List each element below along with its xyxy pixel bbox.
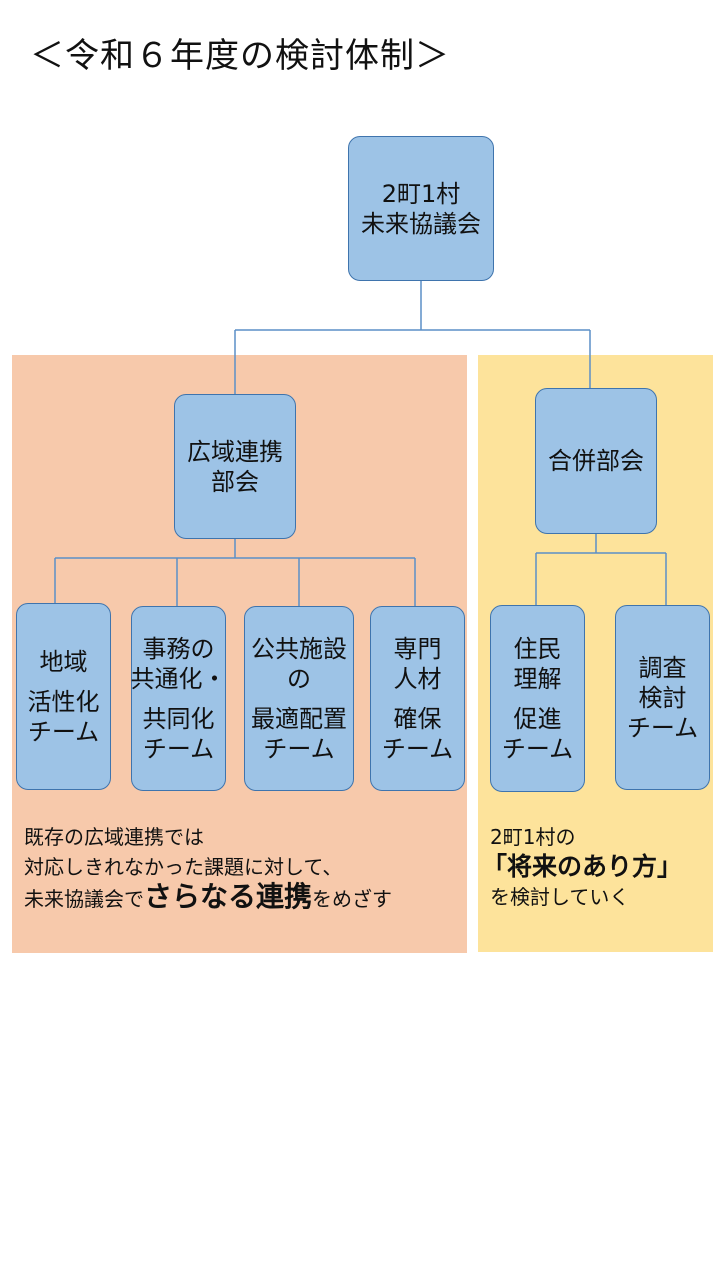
merger-note-emphasis: 「将来のあり方」	[482, 852, 683, 881]
wide-area-note-text: 未来協議会で	[24, 887, 144, 911]
council-box: 2町1村 未来協議会	[348, 136, 494, 281]
wide-area-note-emphasis: さらなる連携	[144, 880, 313, 913]
wide-area-note-line: 未来協議会でさらなる連携をめざす	[24, 882, 392, 914]
team-label: 活性化	[27, 687, 100, 716]
team-label: 理解	[513, 664, 562, 693]
team-label: 専門	[393, 634, 442, 663]
team-label: チーム	[381, 734, 454, 763]
team-label: の	[287, 664, 311, 693]
team-label: チーム	[27, 717, 100, 746]
team-label: 調査	[638, 653, 687, 682]
team-label: 公共施設	[251, 634, 347, 663]
team-label: 共通化・	[130, 664, 227, 693]
team-label: 共同化	[142, 704, 215, 733]
wide-area-note-line: 既存の広域連携では	[24, 825, 204, 849]
council-label: 未来協議会	[361, 209, 481, 238]
wide-area-committee-label: 部会	[211, 467, 259, 496]
merger-note-line: 2町1村の	[490, 825, 576, 849]
team-label: 最適配置	[251, 704, 347, 733]
team-box-shared-administration: 事務の 共通化・ 共同化 チーム	[130, 606, 227, 791]
team-box-research-study: 調査 検討 チーム	[615, 605, 710, 790]
team-label: 住民	[513, 634, 562, 663]
team-label: チーム	[263, 734, 335, 763]
team-label: 検討	[638, 683, 687, 712]
team-label: チーム	[142, 734, 215, 763]
team-box-public-facilities: 公共施設 の 最適配置 チーム	[244, 606, 354, 791]
team-label: チーム	[501, 734, 574, 763]
merger-note-line: を検討していく	[490, 885, 630, 909]
team-label: チーム	[626, 713, 699, 742]
merger-committee-label: 合併部会	[548, 447, 644, 475]
merger-committee-box: 合併部会	[535, 388, 657, 534]
wide-area-committee-box: 広域連携 部会	[174, 394, 296, 539]
wide-area-note-line: 対応しきれなかった課題に対して、	[24, 855, 343, 879]
team-box-specialist-staff: 専門 人材 確保 チーム	[370, 606, 465, 791]
team-box-regional-revitalization: 地域 活性化 チーム	[16, 603, 111, 790]
team-label: 確保	[393, 704, 442, 733]
wide-area-committee-label: 広域連携	[187, 437, 283, 466]
wide-area-note-text: をめざす	[312, 887, 393, 911]
team-label: 事務の	[142, 634, 215, 663]
page-title: ＜令和６年度の検討体制＞	[30, 36, 450, 76]
team-label: 促進	[513, 704, 562, 733]
wide-area-note: 既存の広域連携では 対応しきれなかった課題に対して、 未来協議会でさらなる連携を…	[24, 822, 392, 914]
team-label: 地域	[39, 647, 88, 676]
team-label: 人材	[393, 664, 442, 693]
merger-note: 2町1村の 「将来のあり方」 を検討していく	[482, 822, 682, 912]
council-label: 2町1村	[381, 179, 461, 208]
team-box-resident-understanding: 住民 理解 促進 チーム	[490, 605, 585, 792]
